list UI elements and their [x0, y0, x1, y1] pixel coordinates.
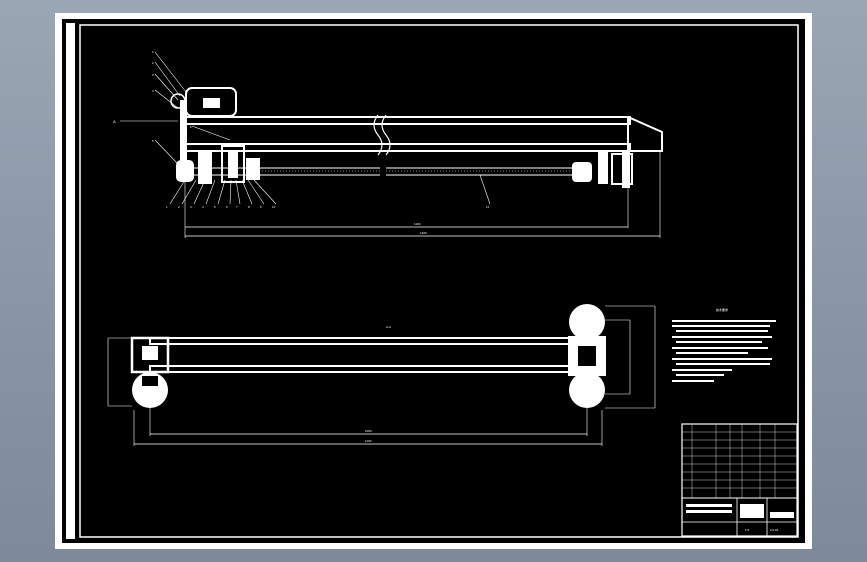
drawing-frame	[79, 24, 799, 538]
leader-5	[154, 139, 179, 165]
break-line-right	[381, 114, 391, 156]
plan-view	[107, 304, 656, 446]
ref-letter: A	[113, 119, 116, 124]
svg-text:5: 5	[214, 205, 216, 209]
left-bearing-a	[176, 160, 194, 182]
svg-text:11: 11	[486, 205, 489, 209]
dim-bottom-inner-text: 1000	[365, 429, 372, 433]
right-wheel-bottom	[569, 372, 605, 408]
section-label: A-A	[386, 325, 391, 329]
left-wheel-hub	[142, 376, 158, 386]
svg-text:7: 7	[236, 205, 238, 209]
leader-3	[154, 73, 179, 101]
break-line-left	[373, 114, 383, 156]
right-carriage-window	[578, 346, 596, 366]
leader-4	[154, 89, 179, 109]
balloon-top-4: 4	[152, 89, 154, 93]
binding-margin	[66, 23, 75, 539]
paper-area	[62, 19, 805, 543]
svg-text:8: 8	[248, 205, 250, 209]
dim-bottom-outer-text: 1100	[365, 439, 372, 443]
gear-housing	[221, 145, 245, 183]
svg-text:1: 1	[166, 205, 168, 209]
elevation-view	[120, 51, 663, 238]
right-end-cap	[622, 150, 630, 188]
svg-text:2: 2	[178, 205, 180, 209]
bottom-leaders	[169, 174, 491, 205]
svg-text:6: 6	[226, 205, 228, 209]
svg-text:3: 3	[190, 205, 192, 209]
left-column	[180, 100, 187, 180]
dim-top-outer-text: 1200	[420, 231, 427, 235]
right-bearing-b	[598, 152, 608, 184]
left-wheel	[132, 372, 168, 408]
svg-text:9: 9	[260, 205, 262, 209]
balloon-top-2: 2	[152, 61, 154, 65]
title-block-code: LG-01	[770, 528, 779, 532]
right-wheel-top	[569, 304, 605, 340]
right-bearing-a	[572, 162, 592, 182]
leader-1	[154, 51, 187, 93]
leader-6	[191, 125, 231, 141]
notes-title: 技术要求	[716, 307, 728, 312]
gear	[228, 150, 238, 178]
end-bracket	[627, 116, 663, 152]
technical-notes	[672, 320, 776, 382]
coupling	[246, 158, 260, 180]
balloon-top-6: 6	[190, 125, 192, 129]
dim-top-inner-text: 1100	[414, 222, 421, 226]
bottom-balloons: 1 2 3 4 5 6 7 8 9 10 11	[166, 205, 489, 209]
balloon-top-5: 5	[152, 139, 154, 143]
title-block	[681, 423, 798, 537]
left-bearing-b	[198, 150, 212, 184]
svg-text:10: 10	[272, 205, 276, 209]
balloon-top-3: 3	[152, 73, 154, 77]
left-carriage-block	[142, 346, 158, 360]
leader-2	[154, 61, 181, 97]
balloon-top-1: 1	[152, 50, 154, 54]
title-block-scale: 1:5	[745, 528, 750, 532]
svg-text:4: 4	[202, 205, 204, 209]
motor-nameplate	[203, 98, 220, 108]
